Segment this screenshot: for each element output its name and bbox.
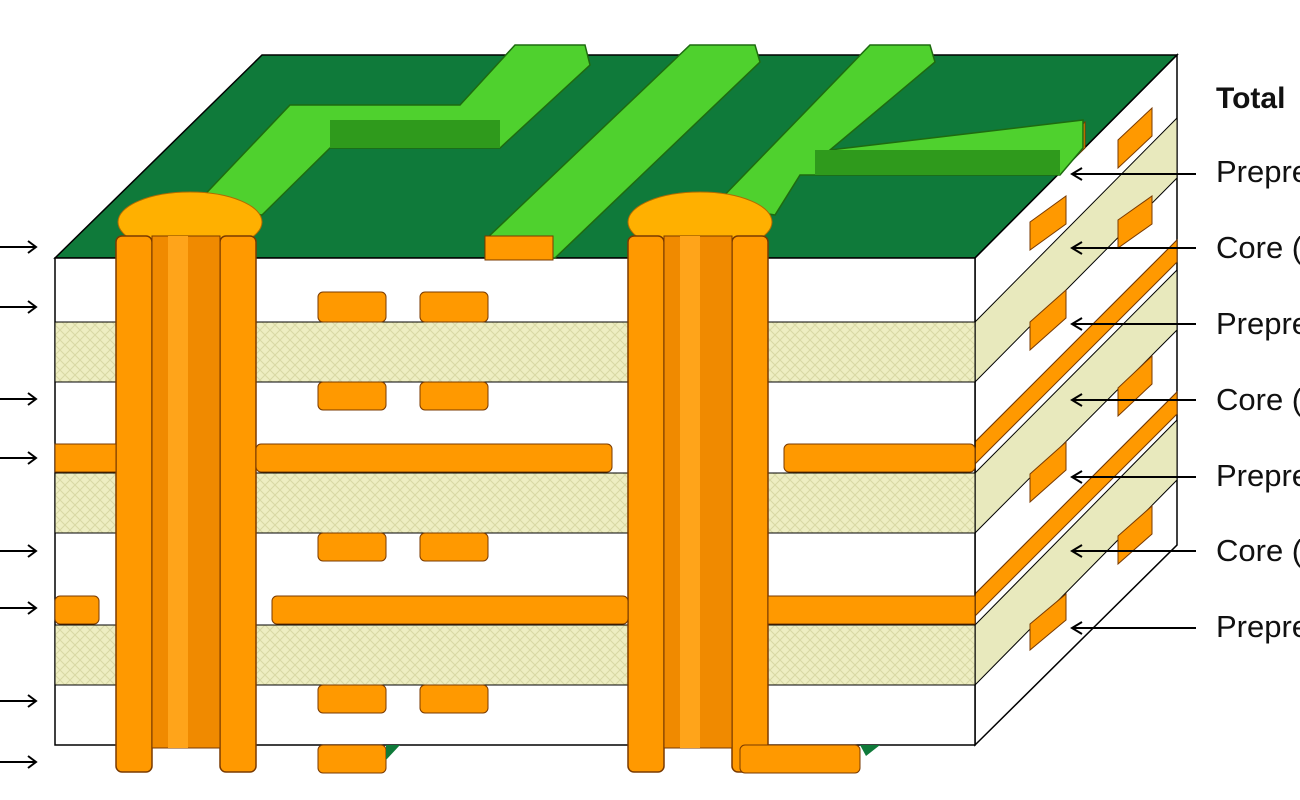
- layer-label-7: Prepre: [1216, 609, 1300, 644]
- internal-copper: [54, 291, 976, 774]
- layer-label-6: Core (: [1216, 533, 1300, 568]
- via-right: [627, 235, 769, 773]
- layer-label-4: Core (: [1216, 382, 1300, 417]
- via-left: [115, 235, 257, 773]
- layer-label-1: Prepre: [1216, 154, 1300, 189]
- layer-label-3: Prepre: [1216, 306, 1300, 341]
- top-traces: [193, 44, 1084, 259]
- layer-label-2: Core (: [1216, 230, 1300, 265]
- stackup-title: Total: [1216, 82, 1286, 115]
- left-arrows: [0, 240, 38, 769]
- layer-label-5: Prepre: [1216, 458, 1300, 493]
- right-arrows: [1070, 167, 1196, 635]
